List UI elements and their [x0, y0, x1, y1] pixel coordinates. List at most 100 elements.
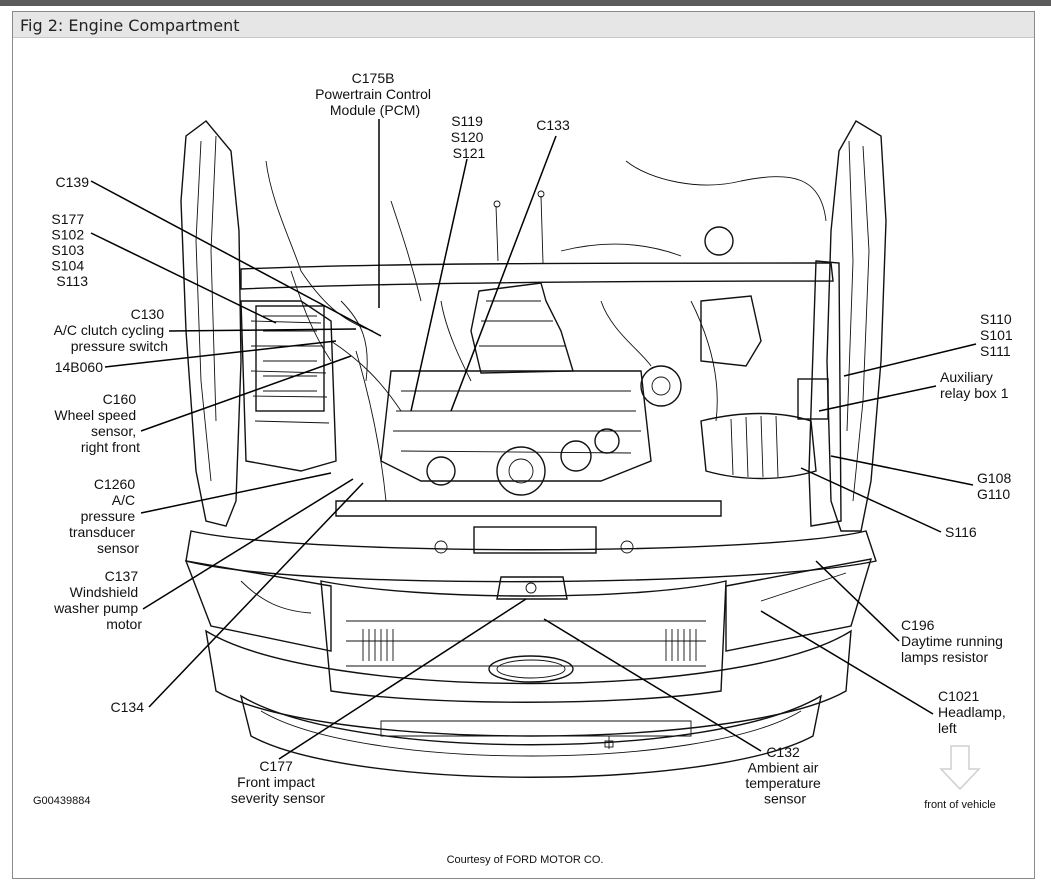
callout-s119: S119 S120 S121 [451, 113, 488, 161]
intake-detail [479, 300, 566, 347]
leader-c177 [278, 598, 527, 760]
leader-s119 [410, 158, 468, 412]
crank-pulley [496, 446, 546, 496]
hood-rod-tip-right [537, 190, 545, 198]
callout-s177: S177 S102 S103 S104 S113 [51, 211, 88, 289]
left-inner-fender [240, 300, 337, 472]
leader-c1021 [760, 610, 934, 715]
leader-aux [818, 385, 937, 412]
leader-c132 [543, 618, 762, 752]
callout-c1260: C1260 A/C pressure transducer sensor [69, 476, 139, 556]
battery [255, 305, 325, 412]
headlamp-right-side [184, 560, 332, 652]
callout-s110: S110 S101 S111 [980, 311, 1017, 359]
front-of-vehicle-arrow [939, 745, 981, 791]
callout-c175b: C175B Powertrain Control Module (PCM) [315, 70, 435, 118]
hood-left [180, 120, 242, 527]
callout-c196: C196 Daytime running lamps resistor [901, 617, 1007, 665]
intake-plenum [470, 282, 574, 374]
oil-filler-cap [640, 365, 682, 407]
credit-line: Courtesy of FORD MOTOR CO. [447, 854, 604, 866]
bumper-valance [239, 694, 822, 778]
front-fascia-top [185, 530, 877, 583]
air-duct-ribs [730, 415, 779, 478]
leader-c137 [142, 478, 354, 610]
leader-14b060 [104, 340, 337, 368]
brake-reservoir [704, 226, 734, 256]
right-inner-fender [808, 260, 842, 527]
hood-rod-tip-left [493, 200, 501, 208]
sensor-plug [604, 740, 614, 748]
headlamp-detail [240, 572, 847, 614]
support-bolt-right [620, 540, 634, 554]
engine-compartment-diagram: C175B Powertrain Control Module (PCM) S1… [33, 70, 1017, 866]
front-impact-sensor-mount [496, 576, 568, 600]
oil-filler-cap-center [651, 376, 671, 396]
bumper-lines [260, 710, 802, 757]
leader-lines [90, 119, 977, 760]
callout-c130: C130 A/C clutch cycling pressure switch [54, 306, 168, 354]
leader-c196 [815, 560, 900, 642]
front-of-vehicle-label: front of vehicle [924, 799, 996, 811]
hood-rod [495, 195, 544, 264]
figure-code: G00439884 [33, 795, 91, 807]
callout-c132: C132 Ambient air temperature sensor [745, 744, 824, 807]
grille-bars [346, 620, 706, 667]
leader-c130 [168, 328, 357, 332]
hood-right-inner [846, 140, 870, 502]
figure-header: Fig 2: Engine Compartment [13, 12, 1034, 38]
wiring-harness [265, 160, 827, 502]
grille-surround [320, 580, 727, 703]
left-fender-detail [250, 320, 330, 424]
air-intake-duct [700, 412, 817, 480]
tensioner-pulley [594, 428, 620, 454]
leader-s110 [843, 343, 977, 377]
callout-c133: C133 [536, 117, 570, 133]
callout-c177: C177 Front impact severity sensor [231, 758, 325, 806]
lower-bumper [205, 629, 852, 737]
callout-c139: C139 [56, 174, 90, 190]
callout-14b060: 14B060 [55, 359, 103, 375]
hood-left-inner [195, 135, 217, 482]
headlamp-left-side [725, 558, 872, 652]
leader-c1260 [140, 472, 332, 514]
support-bolt-left [434, 540, 448, 554]
top-border-bar [0, 0, 1051, 6]
leader-c133 [450, 135, 557, 412]
callout-aux: Auxiliary relay box 1 [940, 369, 1009, 401]
radiator-support [335, 500, 722, 517]
ford-oval-inner [496, 659, 566, 679]
figure-title: Fig 2: Engine Compartment [20, 16, 240, 35]
engine-detail [393, 390, 641, 454]
callout-c160: C160 Wheel speed sensor, right front [54, 391, 140, 455]
leader-s116 [800, 467, 942, 533]
idler-pulley [560, 440, 592, 472]
leader-c139 [90, 180, 382, 337]
callout-s116: S116 [945, 524, 977, 540]
ford-oval-badge [488, 655, 574, 683]
aux-relay-box-shape [797, 378, 829, 420]
alternator-pulley [426, 456, 456, 486]
grille-slots-right [665, 629, 697, 661]
radiator-label-plate [473, 526, 597, 554]
crank-pulley-hub [508, 458, 534, 484]
callout-labels: C175B Powertrain Control Module (PCM) S1… [33, 70, 1017, 866]
callout-g108: G108 G110 [977, 470, 1015, 502]
callout-c134: C134 [111, 699, 145, 715]
battery-ribs [263, 315, 317, 392]
grille-slots-left [362, 629, 394, 661]
engine-block [380, 370, 652, 482]
engine-drawing [180, 120, 981, 791]
leader-g108 [830, 455, 974, 486]
brake-master-cylinder [700, 295, 762, 367]
callout-c1021: C1021 Headlamp, left [938, 688, 1010, 736]
callout-c137: C137 Windshield washer pump motor [53, 568, 142, 632]
firewall-crossbar [240, 262, 834, 290]
leader-s177 [90, 232, 277, 324]
hood-right [826, 120, 887, 532]
figure-frame: Fig 2: Engine Compartment [12, 11, 1035, 879]
leader-c160 [140, 355, 352, 432]
impact-sensor-bolt [525, 582, 537, 594]
leader-c134 [148, 482, 364, 708]
wiring-harness-2 [290, 270, 718, 422]
